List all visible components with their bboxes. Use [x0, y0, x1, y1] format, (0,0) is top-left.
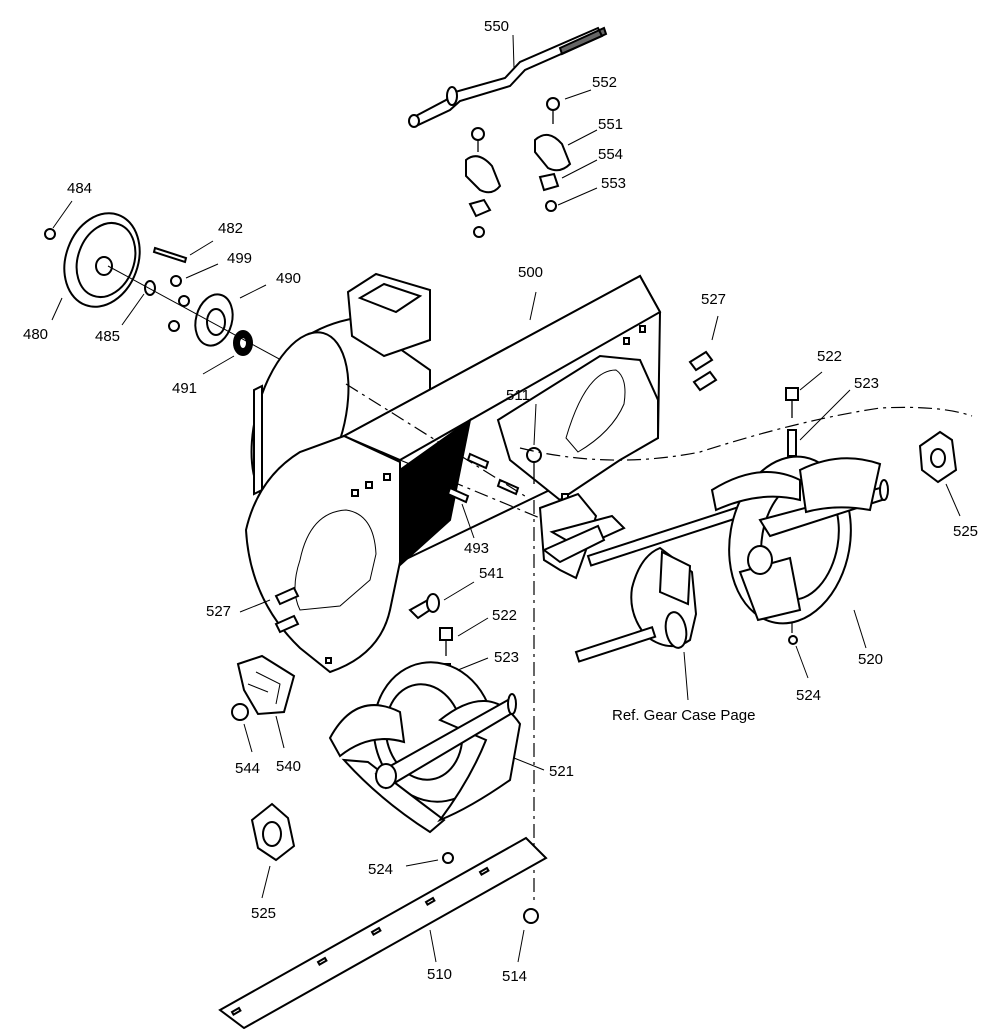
part-525-bearing-left	[250, 802, 296, 862]
label-514: 514	[502, 968, 527, 985]
leader-484	[52, 200, 73, 229]
label-553: 553	[601, 175, 626, 192]
leader-522a	[799, 371, 823, 391]
part-541-bolt	[408, 593, 440, 620]
part-gear-case	[538, 492, 745, 663]
leader-493	[461, 503, 475, 539]
leader-553	[557, 187, 598, 206]
label-540: 540	[276, 758, 301, 775]
label-520: 520	[858, 651, 883, 668]
label-482: 482	[218, 220, 243, 237]
label-523a: 523	[854, 375, 879, 392]
leader-523b	[457, 657, 489, 671]
leader-514	[517, 929, 525, 963]
label-484: 484	[67, 180, 92, 197]
leader-527a	[711, 315, 719, 341]
label-527a: 527	[701, 291, 726, 308]
part-550-crank-rod	[408, 26, 608, 128]
part-520-auger-right	[710, 455, 889, 625]
part-493-bolts	[446, 452, 520, 504]
leader-550	[512, 34, 515, 69]
leader-482	[189, 240, 214, 256]
part-510-scraper-bar	[218, 836, 548, 1029]
leader-522b	[457, 617, 489, 637]
label-511: 511	[506, 387, 530, 404]
label-524b: 524	[368, 861, 393, 878]
label-550: 550	[484, 18, 509, 35]
leader-541	[443, 581, 475, 601]
ref-gear-case-label: Ref. Gear Case Page	[612, 707, 755, 724]
label-525b: 525	[251, 905, 276, 922]
label-522b: 522	[492, 607, 517, 624]
assembly-line-d	[519, 406, 973, 461]
leader-500	[529, 291, 537, 321]
part-521-auger-left	[328, 661, 522, 834]
leader-510	[429, 929, 437, 963]
label-490: 490	[276, 270, 301, 287]
part-514-nut	[523, 908, 539, 924]
label-510: 510	[427, 966, 452, 983]
leader-544	[243, 723, 253, 753]
label-500: 500	[518, 264, 543, 281]
leader-511	[533, 403, 537, 446]
part-554-spacer	[538, 172, 560, 192]
label-485: 485	[95, 328, 120, 345]
leader-485	[121, 293, 145, 326]
leader-551	[567, 129, 598, 146]
leader-552	[564, 89, 592, 100]
leader-499	[185, 263, 219, 279]
label-554: 554	[598, 146, 623, 163]
part-544-nut	[231, 703, 249, 721]
label-552: 552	[592, 74, 617, 91]
part-482-key	[152, 246, 188, 264]
label-541: 541	[479, 565, 504, 582]
part-500-auger-housing	[244, 272, 662, 674]
part-524-nut-left	[442, 852, 454, 864]
part-551-chute-bracket-right	[534, 97, 572, 212]
label-499: 499	[227, 250, 252, 267]
part-485-bushing	[144, 280, 156, 296]
leader-524a	[795, 645, 809, 679]
part-490-bearing-flange	[168, 275, 253, 356]
part-480-pulley	[63, 212, 141, 308]
label-480: 480	[23, 326, 48, 343]
part-522-523-shear-pin-right	[785, 387, 799, 645]
part-551-chute-bracket-left	[465, 127, 502, 238]
part-527-bolts	[274, 350, 718, 634]
assembly-line-a	[345, 383, 529, 499]
label-521: 521	[549, 763, 574, 780]
part-552-screw-head	[546, 97, 560, 111]
leader-524b	[405, 859, 439, 867]
label-551: 551	[598, 116, 623, 133]
label-544: 544	[235, 760, 260, 777]
label-523b: 523	[494, 649, 519, 666]
leader-521	[513, 757, 545, 771]
part-484-bolt	[44, 228, 56, 240]
leader-525a	[945, 483, 961, 517]
leader-523a	[799, 389, 851, 441]
leader-480	[51, 297, 63, 321]
leader-540	[275, 715, 285, 749]
leader-554	[561, 159, 598, 179]
part-553-nut	[545, 200, 557, 212]
label-525a: 525	[953, 523, 978, 540]
leader-491	[202, 355, 235, 375]
assembly-line-b	[399, 459, 541, 519]
label-493: 493	[464, 540, 489, 557]
label-522a: 522	[817, 348, 842, 365]
part-525-bearing-right	[918, 430, 958, 484]
leader-527b	[239, 599, 271, 613]
part-540-skid-shoe	[236, 654, 296, 716]
part-511-carriage-bolt	[526, 447, 542, 484]
leader-gear-case	[683, 651, 689, 701]
leader-525b	[261, 865, 271, 899]
label-527b: 527	[206, 603, 231, 620]
part-524-nut-right	[788, 635, 798, 645]
label-491: 491	[172, 380, 197, 397]
leader-520	[853, 609, 867, 649]
leader-490	[239, 284, 267, 299]
label-524a: 524	[796, 687, 821, 704]
